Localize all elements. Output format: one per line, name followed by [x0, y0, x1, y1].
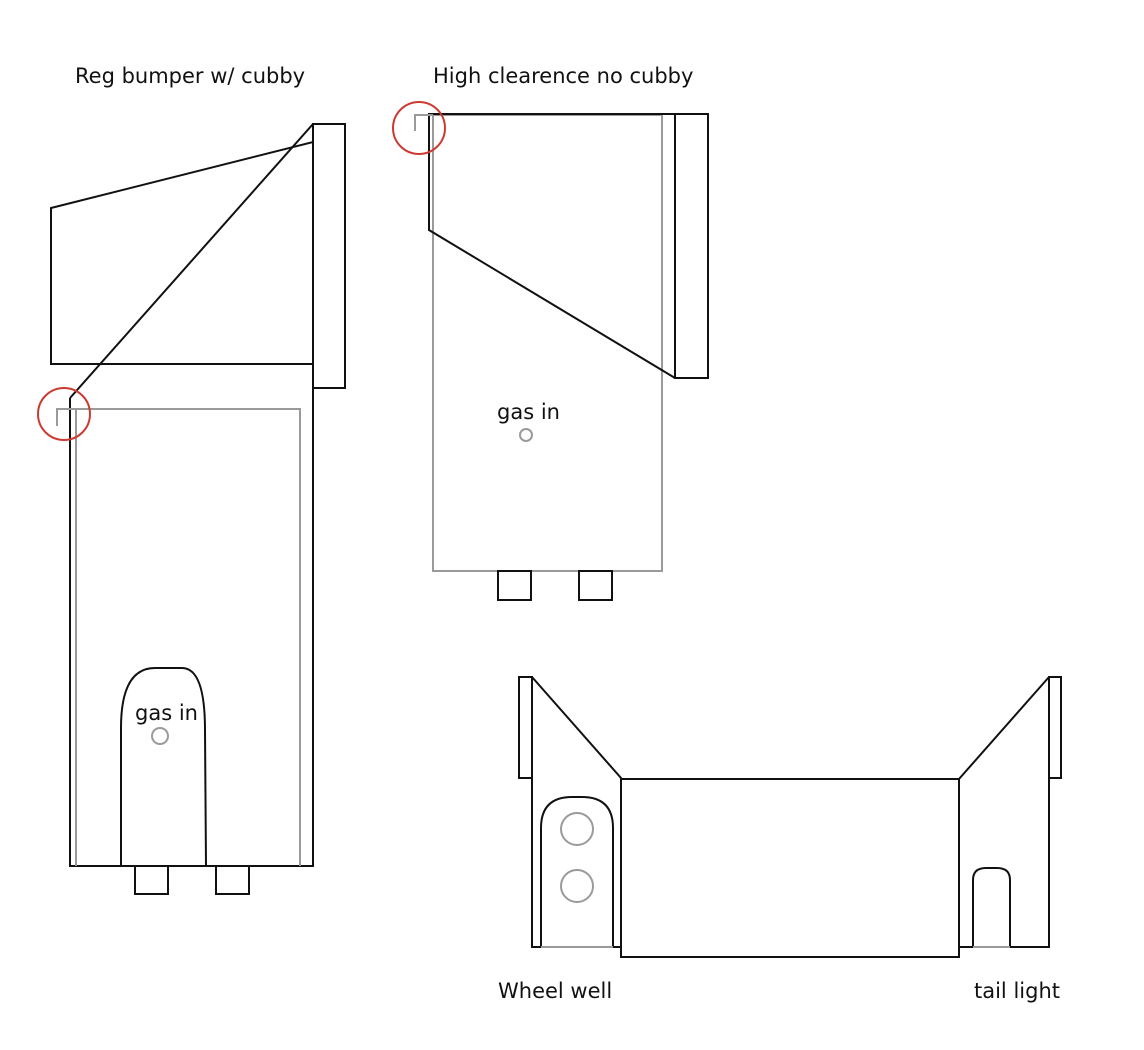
- regular-bumper-drawing: Reg bumper w/ cubby gas in: [37, 64, 346, 895]
- hc-wedge: [428, 113, 676, 379]
- wheel-well-hole-bottom: [560, 869, 594, 903]
- center-box: [620, 778, 960, 958]
- right-wing: [958, 676, 1050, 948]
- foot-left: [134, 865, 169, 895]
- main-panel: [69, 388, 314, 867]
- gas-in-label-regular: gas in: [135, 701, 198, 725]
- high-clearance-title: High clearence no cubby: [433, 64, 693, 88]
- hc-highlight-circle: [392, 101, 446, 155]
- wheel-well-opening: [540, 796, 614, 947]
- foot-right: [215, 865, 250, 895]
- panel-guide: [56, 408, 301, 866]
- highlight-circle: [37, 387, 91, 441]
- left-wing: [531, 676, 622, 948]
- left-post: [518, 676, 533, 779]
- gas-in-label-high: gas in: [497, 400, 560, 424]
- wheel-well-label: Wheel well: [498, 979, 612, 1003]
- cubby-box: [50, 140, 314, 365]
- hc-foot-left: [497, 570, 532, 601]
- wheel-well-hole-top: [560, 812, 594, 846]
- rear-panel-drawing: Wheel well tail light: [498, 676, 1062, 1003]
- hc-body-guide: [432, 114, 663, 572]
- bumper-post: [312, 123, 346, 389]
- tail-light-label: tail light: [974, 979, 1060, 1003]
- diagonal-brace: [69, 123, 314, 399]
- hc-gas-cap-icon: [519, 428, 533, 442]
- hc-bumper-post: [674, 113, 709, 379]
- gas-cap-icon: [151, 727, 169, 745]
- hc-corner-mark: [414, 114, 433, 131]
- hc-foot-right: [578, 570, 613, 601]
- right-post: [1048, 676, 1062, 779]
- high-clearance-drawing: High clearence no cubby gas in: [392, 64, 709, 601]
- tail-light-opening: [972, 867, 1011, 947]
- gas-cover: [120, 667, 207, 867]
- regular-bumper-title: Reg bumper w/ cubby: [75, 64, 305, 88]
